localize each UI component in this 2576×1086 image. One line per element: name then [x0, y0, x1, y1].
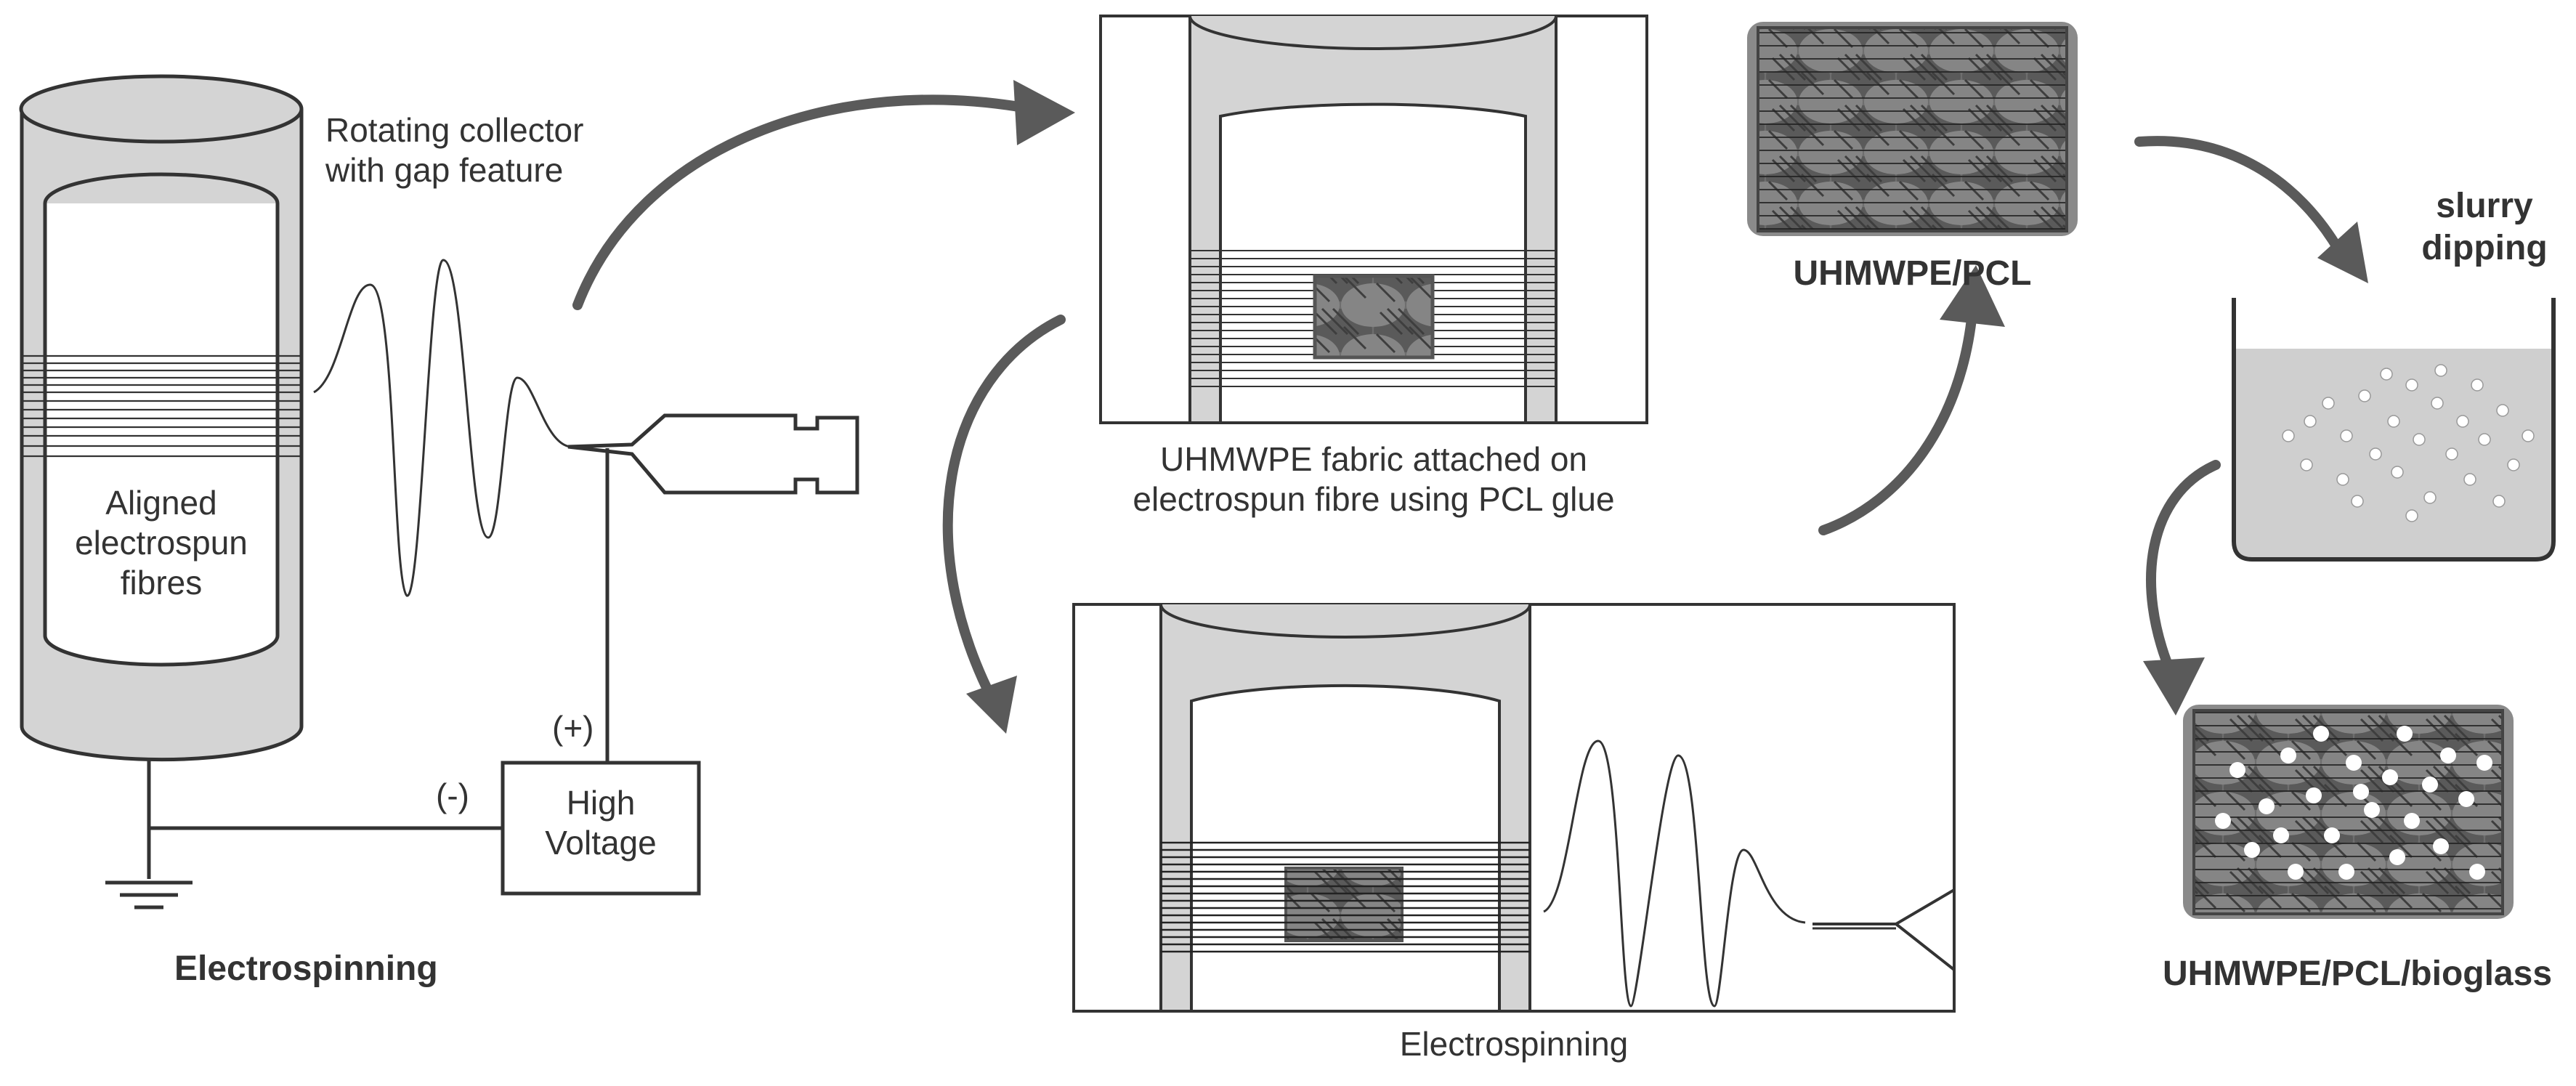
high-voltage-label: High Voltage: [503, 783, 699, 863]
aligned-fibres-line-1: Aligned: [105, 484, 217, 522]
aligned-fibres-line-2: electrospun: [75, 524, 248, 562]
arrow-heads: [966, 80, 2368, 734]
electrospinning-jet: [313, 259, 571, 597]
aligned-fibres-line-3: fibres: [120, 564, 203, 602]
high-voltage-line-1: High: [566, 784, 636, 822]
rotating-collector-line-1: Rotating collector: [325, 111, 584, 149]
uhmwpe-pcl-label: UHMWPE/PCL: [1793, 254, 2032, 293]
slurry-dipping-label: slurry dipping: [2397, 185, 2572, 269]
fabric-attached-line-2: electrospun fibre using PCL glue: [1133, 480, 1615, 519]
aligned-fibre-band: [22, 354, 301, 458]
uhmwpe-pcl-bioglass-label: UHMWPE/PCL/bioglass: [2162, 955, 2553, 993]
rotating-collector-drum: [19, 74, 304, 762]
high-voltage-box: [501, 761, 701, 896]
rotating-collector-line-2: with gap feature: [325, 151, 564, 190]
circuit-wiring: [147, 726, 609, 879]
aligned-fibres-label: Aligned electrospun fibres: [45, 483, 278, 604]
electrospinning-step2-label: Electrospinning: [1399, 1025, 1629, 1063]
slurry-dipping-line-2: dipping: [2421, 228, 2548, 267]
fabric-icon: [1313, 274, 1435, 360]
syringe-icon: [567, 413, 859, 726]
negative-polarity-label: (-): [436, 777, 469, 814]
rotating-collector-label: Rotating collector with gap feature: [325, 110, 583, 190]
uhmwpe-pcl-bioglass-swatch: [2183, 705, 2514, 919]
high-voltage-line-2: Voltage: [545, 824, 657, 862]
process-arrows: [572, 94, 2344, 717]
fabric-attached-line-1: UHMWPE fabric attached on: [1159, 440, 1587, 478]
uhmwpe-pcl-swatch: [1747, 22, 2078, 236]
electrospinning-step1-label: Electrospinning: [174, 949, 438, 988]
fabric-attached-panel: [1099, 15, 1648, 424]
bioglass-particles: [2282, 364, 2535, 522]
ground-icon: [105, 880, 193, 909]
electrospinning-panel: [1072, 603, 1956, 1013]
beaker-icon: [2232, 298, 2556, 562]
fabric-attached-label: UHMWPE fabric attached on electrospun fi…: [1101, 439, 1647, 519]
positive-polarity-label: (+): [552, 709, 594, 747]
slurry-dipping-line-1: slurry: [2436, 187, 2533, 225]
